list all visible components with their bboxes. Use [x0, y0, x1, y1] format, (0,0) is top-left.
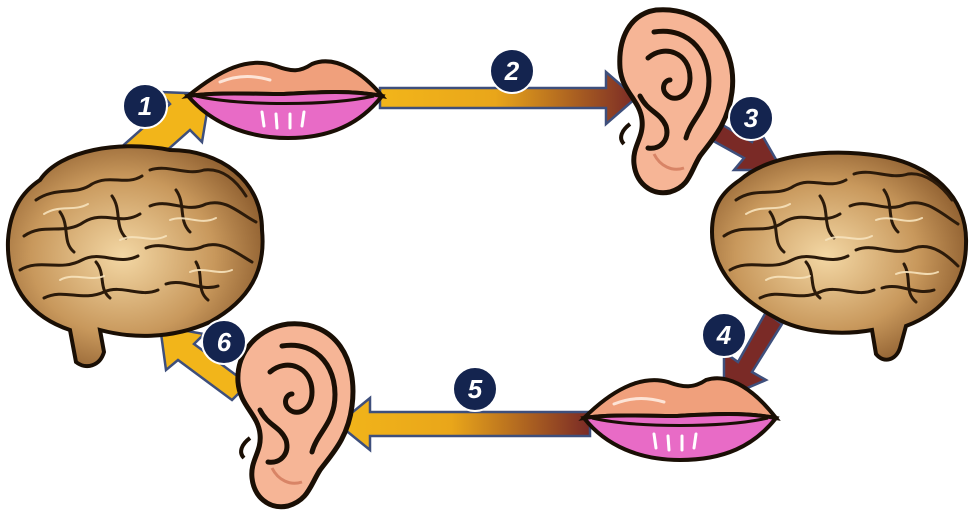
step-1-number: 1 — [138, 91, 152, 121]
step-5-number: 5 — [468, 374, 483, 404]
bottom-ear-figure — [238, 324, 353, 507]
bottom-mouth-figure — [584, 378, 776, 460]
step-2-number: 2 — [504, 56, 520, 86]
top-mouth-figure — [188, 61, 382, 138]
step-5-badge: 5 — [453, 367, 497, 411]
top-ear-figure — [620, 10, 733, 193]
step-1-badge: 1 — [123, 84, 167, 128]
step-3-badge: 3 — [729, 96, 773, 140]
step-4-badge: 4 — [702, 313, 746, 357]
step-2-badge: 2 — [490, 49, 534, 93]
step-3-number: 3 — [744, 103, 759, 133]
right-brain-figure — [712, 153, 966, 360]
step-6-number: 6 — [217, 327, 232, 357]
step-6-badge: 6 — [202, 320, 246, 364]
step-4-number: 4 — [716, 320, 732, 350]
